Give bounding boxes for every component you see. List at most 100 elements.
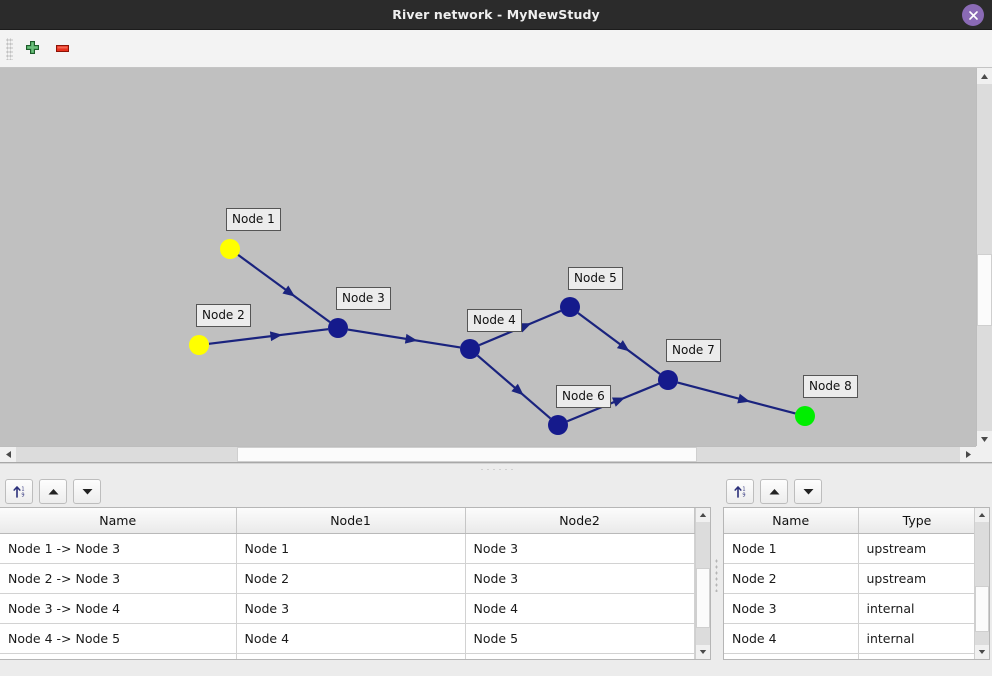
graph-node-label[interactable]: Node 3 [336, 287, 391, 310]
graph-scroll-right-button[interactable] [960, 447, 976, 462]
table-cell[interactable]: Node 2 -> Node 3 [0, 563, 237, 594]
table-cell[interactable]: Node 4 -> Node 5 [0, 623, 237, 654]
table-cell[interactable] [0, 653, 237, 659]
graph-horizontal-scrollbar[interactable] [0, 446, 976, 462]
table-cell[interactable]: Node 4 [236, 623, 466, 654]
nodes-vertical-scrollbar[interactable] [974, 508, 989, 659]
graph-node-label[interactable]: Node 5 [568, 267, 623, 290]
graph-vertical-scroll-thumb[interactable] [977, 254, 992, 326]
graph-node-label[interactable]: Node 2 [196, 304, 251, 327]
graph-scroll-down-button[interactable] [977, 431, 992, 447]
table-cell[interactable] [724, 653, 859, 659]
graph-scroll-left-button[interactable] [0, 447, 16, 462]
column-header[interactable]: Node1 [236, 508, 466, 534]
graph-node-label[interactable]: Node 4 [467, 309, 522, 332]
close-icon[interactable] [962, 4, 984, 26]
move-branch-up-button[interactable] [39, 478, 67, 504]
graph-horizontal-scroll-thumb[interactable] [237, 447, 697, 462]
move-node-down-button[interactable] [794, 478, 822, 504]
add-node-button[interactable] [17, 35, 47, 63]
table-cell[interactable]: Node 4 [724, 623, 859, 654]
branches-scroll-down-button[interactable] [696, 645, 710, 659]
column-header[interactable]: Node2 [465, 508, 695, 534]
nodes-vertical-scroll-thumb[interactable] [975, 586, 989, 632]
table-cell[interactable] [465, 653, 695, 659]
vertical-splitter[interactable] [711, 474, 721, 676]
table-cell[interactable]: Node 3 [724, 593, 859, 624]
node-row[interactable] [724, 653, 977, 659]
column-header[interactable]: Type [858, 508, 977, 534]
table-cell[interactable]: Node 2 [236, 563, 466, 594]
table-cell[interactable]: Node 5 [465, 623, 695, 654]
table-cell[interactable]: Node 2 [724, 563, 859, 594]
graph-node-label[interactable]: Node 7 [666, 339, 721, 362]
column-header[interactable]: Name [0, 508, 237, 534]
graph-node[interactable] [328, 318, 348, 338]
table-cell[interactable] [858, 653, 977, 659]
remove-node-button[interactable] [47, 35, 77, 63]
graph-node[interactable] [658, 370, 678, 390]
arrow-down-icon [803, 488, 813, 494]
graph-node-label[interactable]: Node 6 [556, 385, 611, 408]
graph-edge[interactable] [347, 328, 461, 349]
graph-node[interactable] [795, 406, 815, 426]
branches-vertical-scrollbar[interactable] [695, 508, 710, 659]
graph-edge[interactable] [237, 254, 331, 323]
table-cell[interactable]: Node 3 [236, 593, 466, 624]
table-cell[interactable]: Node 1 [236, 533, 466, 564]
svg-text:1: 1 [742, 486, 745, 492]
graph-node[interactable] [560, 297, 580, 317]
table-cell[interactable]: upstream [858, 533, 977, 564]
table-cell[interactable]: internal [858, 593, 977, 624]
graph-node[interactable] [460, 339, 480, 359]
graph-node-label[interactable]: Node 8 [803, 375, 858, 398]
sort-nodes-button[interactable]: 1 9 [726, 478, 754, 504]
table-cell[interactable]: Node 1 -> Node 3 [0, 533, 237, 564]
toolbar-drag-handle[interactable] [6, 37, 13, 60]
graph-edge[interactable] [577, 312, 661, 375]
table-cell[interactable]: Node 4 [465, 593, 695, 624]
river-network-graph[interactable]: Node 1 Node 2 Node 3 Node 4 Node 5 Node 6 Node… [0, 68, 992, 463]
table-cell[interactable]: Node 3 [465, 563, 695, 594]
graph-node[interactable] [189, 335, 209, 355]
move-node-up-button[interactable] [760, 478, 788, 504]
nodes-scroll-down-button[interactable] [975, 645, 989, 659]
graph-vertical-scrollbar[interactable] [976, 68, 992, 447]
graph-edge[interactable] [677, 381, 796, 415]
table-cell[interactable]: Node 1 [724, 533, 859, 564]
graph-scroll-up-button[interactable] [977, 68, 992, 84]
graph-node[interactable] [548, 415, 568, 435]
graph-node[interactable] [220, 239, 240, 259]
move-branch-down-button[interactable] [73, 478, 101, 504]
table-cell[interactable]: Node 3 [465, 533, 695, 564]
table-cell[interactable]: upstream [858, 563, 977, 594]
horizontal-splitter[interactable] [0, 463, 992, 474]
branches-vertical-scroll-thumb[interactable] [696, 568, 710, 628]
graph-edge[interactable] [208, 328, 329, 345]
table-cell[interactable]: internal [858, 623, 977, 654]
sort-branches-button[interactable]: 1 9 [5, 478, 33, 504]
column-header[interactable]: Name [724, 508, 859, 534]
graph-edge[interactable] [476, 354, 552, 420]
branches-scroll-up-button[interactable] [696, 508, 710, 522]
graph-edge[interactable] [566, 382, 660, 423]
nodes-scroll-up-button[interactable] [975, 508, 989, 522]
graph-node-label[interactable]: Node 1 [226, 208, 281, 231]
table-cell[interactable]: Node 3 -> Node 4 [0, 593, 237, 624]
branch-row[interactable] [0, 653, 695, 659]
table-cell[interactable] [236, 653, 466, 659]
